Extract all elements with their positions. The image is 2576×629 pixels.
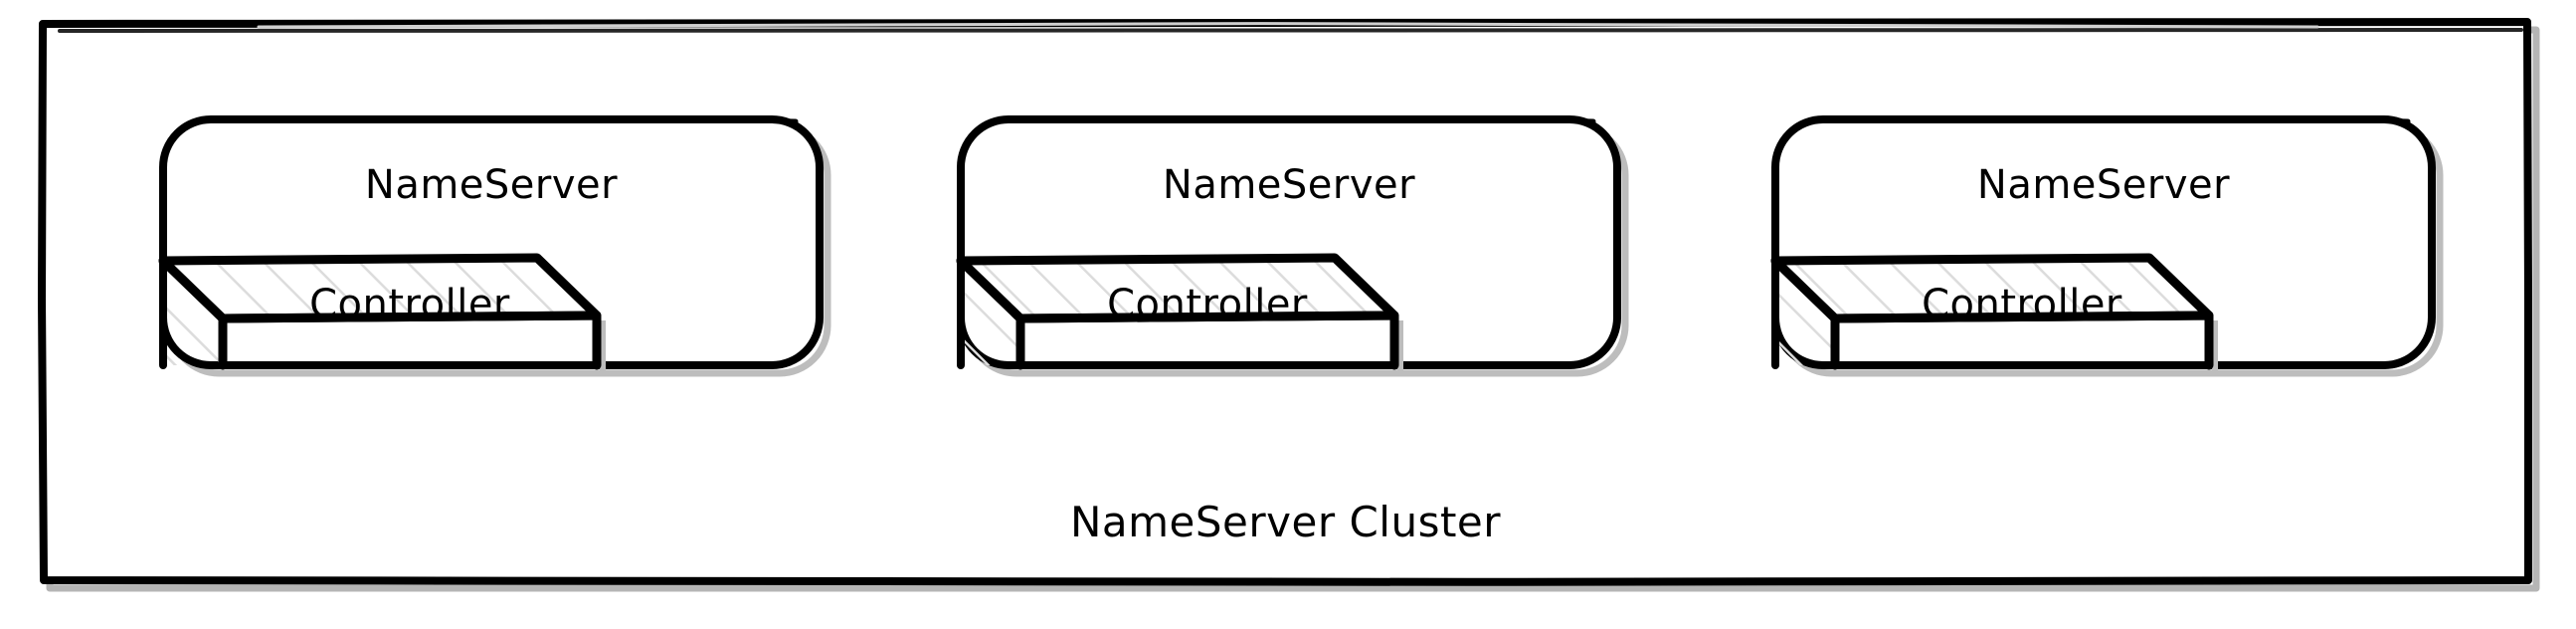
cluster-label: NameServer Cluster	[1069, 498, 1502, 546]
controller-label-3: Controller	[1922, 282, 2122, 327]
controller-label-2: Controller	[1107, 282, 1308, 327]
nameserver-label-2: NameServer	[1162, 162, 1416, 208]
controller-label-1: Controller	[309, 282, 510, 327]
controller-cube-1[interactable]	[158, 253, 606, 370]
nameserver-label-1: NameServer	[364, 162, 619, 208]
nameserver-label-3: NameServer	[1976, 162, 2231, 208]
controller-cube-2[interactable]	[956, 253, 1403, 370]
controller-cube-3[interactable]	[1770, 253, 2218, 370]
